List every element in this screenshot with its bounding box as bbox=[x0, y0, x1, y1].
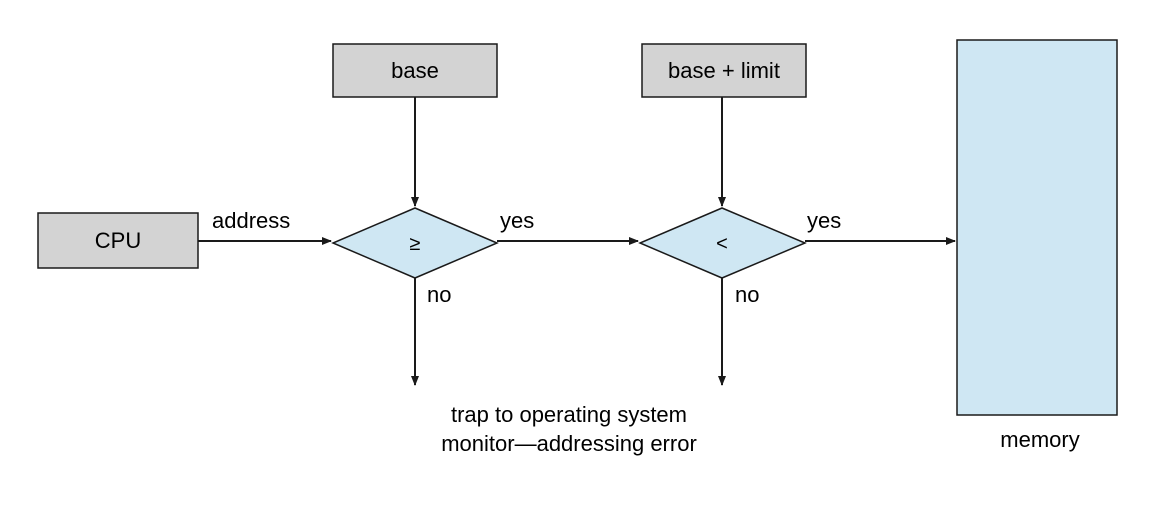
cpu-label: CPU bbox=[95, 228, 141, 253]
cpu-node: CPU bbox=[37, 212, 199, 269]
base-limit-box bbox=[641, 43, 807, 98]
compare-lt-label: < bbox=[716, 233, 728, 255]
base-label: base bbox=[391, 58, 439, 83]
trap-line-2: monitor—addressing error bbox=[441, 431, 697, 456]
compare-lt-node: < bbox=[638, 207, 807, 279]
cpu-box bbox=[37, 212, 199, 269]
base-limit-node: base + limit bbox=[641, 43, 807, 98]
yes-label-1: yes bbox=[500, 208, 534, 233]
base-node: base bbox=[332, 43, 498, 98]
base-limit-label: base + limit bbox=[668, 58, 780, 83]
memory-label: memory bbox=[1000, 427, 1079, 452]
trap-line-1: trap to operating system bbox=[451, 402, 687, 427]
compare-ge-label: ≥ bbox=[410, 233, 421, 255]
base-box bbox=[332, 43, 498, 98]
no-label-2: no bbox=[735, 282, 759, 307]
address-label: address bbox=[212, 208, 290, 233]
memory-node: memory bbox=[956, 39, 1118, 452]
compare-ge-node: ≥ bbox=[331, 207, 499, 279]
memory-box bbox=[956, 39, 1118, 416]
yes-label-2: yes bbox=[807, 208, 841, 233]
no-label-1: no bbox=[427, 282, 451, 307]
